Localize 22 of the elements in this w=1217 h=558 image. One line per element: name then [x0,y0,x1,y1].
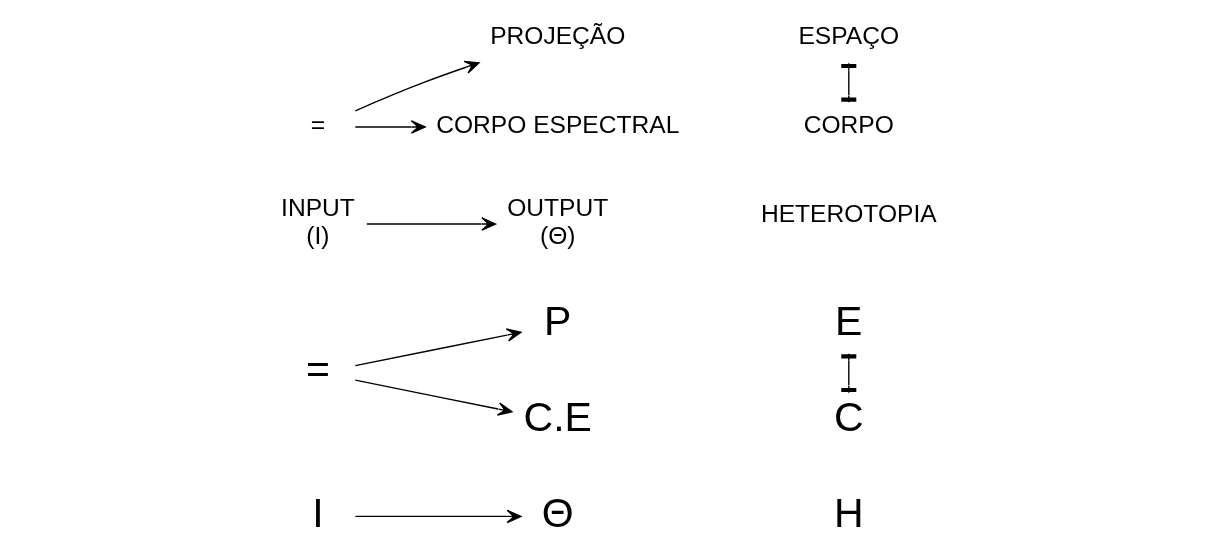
arrow [365,217,496,231]
node-text: OUTPUT (Θ) [506,194,608,249]
node-text: CORPO ESPECTRAL [435,111,679,139]
arrow [354,379,513,416]
node-text: C [833,394,864,440]
node-text: E [834,298,862,345]
node-text: = [305,346,330,393]
node-text: = [310,111,325,139]
label: HETEROTOPIA [760,199,937,227]
node-text: P [543,298,571,345]
node-text: I [311,489,324,536]
arrow [354,328,521,367]
node-text: Θ [541,489,574,536]
node-text: PROJEÇÃO [489,22,625,50]
label: H [833,489,864,536]
node-text: ESPAÇO [797,22,899,50]
arrow [354,120,426,134]
node-text: INPUT (I) [280,194,355,249]
arrow [354,60,480,112]
arrow [354,509,521,524]
node-text: CORPO [803,111,894,139]
node-text: C.E [523,394,592,440]
